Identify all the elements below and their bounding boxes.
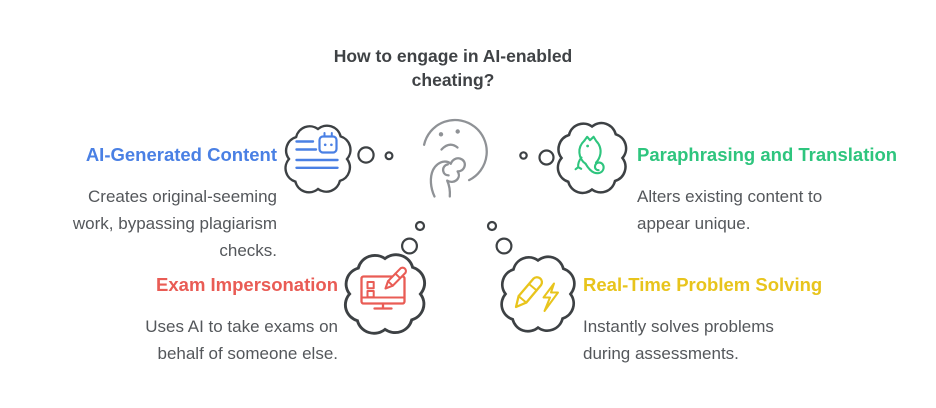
chameleon-eye <box>586 144 589 148</box>
face-mouth <box>440 143 459 151</box>
section-real-time-problem-solving: Real-Time Problem Solving Instantly solv… <box>583 274 883 367</box>
chameleon-icon <box>574 135 605 175</box>
section-description-exam-impersonation: Uses AI to take exams on behalf of someo… <box>145 317 338 363</box>
thinking-face <box>422 118 488 198</box>
face-eye-left <box>438 132 444 137</box>
thought-bubble-ai-generated-content <box>284 124 352 194</box>
section-description-paraphrasing-and-translation: Alters existing content to appear unique… <box>637 187 823 233</box>
robot-text-lines-icon <box>295 132 339 169</box>
robot-eye <box>323 143 327 147</box>
face-hand-thumb <box>441 163 450 177</box>
cloud-outline <box>500 255 576 333</box>
section-exam-impersonation: Exam Impersonation Uses AI to take exams… <box>78 274 338 367</box>
lightning-bolt <box>542 282 559 312</box>
section-description-real-time-problem-solving: Instantly solves problems during assessm… <box>583 317 774 363</box>
thought-dot <box>357 146 375 164</box>
thought-dot <box>486 220 498 232</box>
section-ai-generated-content: AI-Generated Content Creates original-se… <box>17 144 277 264</box>
page-title: How to engage in AI-enabled cheating? <box>333 46 573 90</box>
section-heading-exam-impersonation: Exam Impersonation <box>156 274 338 295</box>
robot-eye <box>330 143 333 147</box>
face-outline <box>422 118 488 182</box>
thought-trail-dots <box>357 146 555 255</box>
thought-dot <box>495 237 513 255</box>
checkbox <box>366 290 375 299</box>
section-heading-ai-generated-content: AI-Generated Content <box>85 144 277 165</box>
thought-dot <box>519 151 528 160</box>
face-hand <box>429 157 466 198</box>
thought-dot <box>538 149 555 166</box>
checkbox <box>366 281 375 290</box>
exam-screen-pencil-icon <box>360 266 407 310</box>
thought-dot <box>414 220 426 232</box>
pencil-lightning-icon <box>514 276 559 312</box>
robot-head <box>318 135 338 154</box>
cloud-outline <box>556 121 628 195</box>
thought-dot <box>384 151 394 161</box>
thought-bubble-real-time-problem-solving <box>500 255 576 333</box>
section-heading-paraphrasing-and-translation: Paraphrasing and Translation <box>637 144 898 165</box>
thought-bubble-paraphrasing-and-translation <box>556 121 628 195</box>
section-description-ai-generated-content: Creates original-seeming work, bypassing… <box>72 187 277 260</box>
thought-dot <box>401 237 419 255</box>
section-heading-real-time-problem-solving: Real-Time Problem Solving <box>583 274 823 295</box>
thought-bubble-exam-impersonation <box>343 253 427 335</box>
monitor-stand <box>373 302 393 310</box>
face-eye-right <box>455 129 460 134</box>
section-paraphrasing-and-translation: Paraphrasing and Translation Alters exis… <box>637 144 936 237</box>
chameleon-leg <box>574 156 583 171</box>
